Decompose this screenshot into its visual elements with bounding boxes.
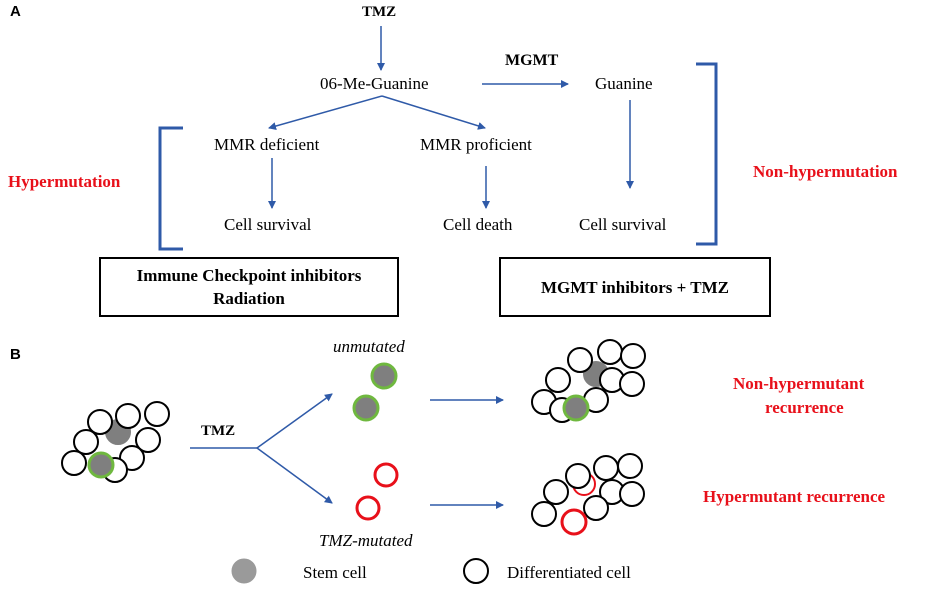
mutated-cell	[560, 508, 588, 536]
panel-b-label: B	[10, 346, 21, 363]
differentiated-cell	[135, 427, 161, 453]
differentiated-cell	[545, 367, 571, 393]
therapy-box-left: Immune Checkpoint inhibitors Radiation	[99, 257, 399, 317]
differentiated-cell	[87, 409, 113, 435]
legend-stem-cell-symbol	[231, 558, 257, 584]
arrow-branch-up	[256, 393, 333, 449]
arrow-to-mmr-deficient	[268, 95, 383, 130]
arrow-branch-down	[256, 447, 333, 504]
differentiated-cell	[565, 463, 591, 489]
right-bracket	[696, 62, 718, 246]
non-hypermutant-cluster	[531, 339, 646, 423]
tmz-mutated-cells	[355, 462, 399, 521]
differentiated-cell	[531, 501, 557, 527]
stem-cell	[562, 394, 590, 422]
differentiated-cell	[617, 453, 643, 479]
stem-cell	[352, 394, 380, 422]
cell-survival-right-label: Cell survival	[579, 215, 667, 234]
mmr-deficient-label: MMR deficient	[214, 135, 320, 154]
mutated-cell	[373, 462, 399, 488]
differentiated-cell	[619, 481, 645, 507]
stem-cell	[370, 362, 398, 390]
arrow-to-mmr-proficient	[381, 95, 486, 130]
non-hypermutant-recurrence-line2: recurrence	[765, 398, 844, 417]
legend-differentiated-cell-label: Differentiated cell	[507, 563, 631, 582]
initial-tumor-cluster	[61, 401, 170, 483]
differentiated-cell	[543, 479, 569, 505]
differentiated-cell	[583, 495, 609, 521]
differentiated-cell	[73, 429, 99, 455]
tmz-label-a: TMZ	[362, 4, 397, 20]
mgmt-label: MGMT	[505, 52, 559, 69]
differentiated-cell	[61, 450, 87, 476]
differentiated-cell	[597, 339, 623, 365]
cell-death-label: Cell death	[443, 215, 513, 234]
hypermutant-cluster	[531, 453, 645, 536]
non-hypermutation-label: Non-hypermutation	[753, 162, 898, 181]
tmz-mutated-label: TMZ-mutated	[319, 531, 413, 550]
cell-survival-left-label: Cell survival	[224, 215, 312, 234]
differentiated-cell	[115, 403, 141, 429]
hypermutant-recurrence-label: Hypermutant recurrence	[703, 487, 886, 506]
unmutated-stem-cells	[352, 362, 398, 422]
differentiated-cell	[144, 401, 170, 427]
mmr-proficient-label: MMR proficient	[420, 135, 532, 154]
therapy-box-left-line1: Immune Checkpoint inhibitors	[136, 266, 362, 285]
tmz-label-b: TMZ	[201, 423, 236, 439]
therapy-box-left-line2: Radiation	[213, 289, 285, 308]
legend-stem-cell-label: Stem cell	[303, 563, 367, 582]
differentiated-cell	[619, 371, 645, 397]
differentiated-cell	[620, 343, 646, 369]
left-bracket	[158, 126, 183, 251]
guanine-label: Guanine	[595, 74, 653, 93]
mutated-cell	[355, 495, 381, 521]
stem-cell	[87, 451, 115, 479]
methylguanine-label: 06-Me-Guanine	[320, 74, 429, 93]
differentiated-cell	[567, 347, 593, 373]
differentiated-cell	[593, 455, 619, 481]
non-hypermutant-recurrence-line1: Non-hypermutant	[733, 374, 865, 393]
legend-differentiated-cell-symbol	[463, 558, 489, 584]
panel-a-label: A	[10, 3, 21, 20]
therapy-box-right-line1: MGMT inhibitors + TMZ	[540, 277, 730, 297]
therapy-box-right: MGMT inhibitors + TMZ	[499, 257, 771, 317]
hypermutation-label: Hypermutation	[8, 172, 121, 191]
unmutated-label: unmutated	[333, 337, 405, 356]
